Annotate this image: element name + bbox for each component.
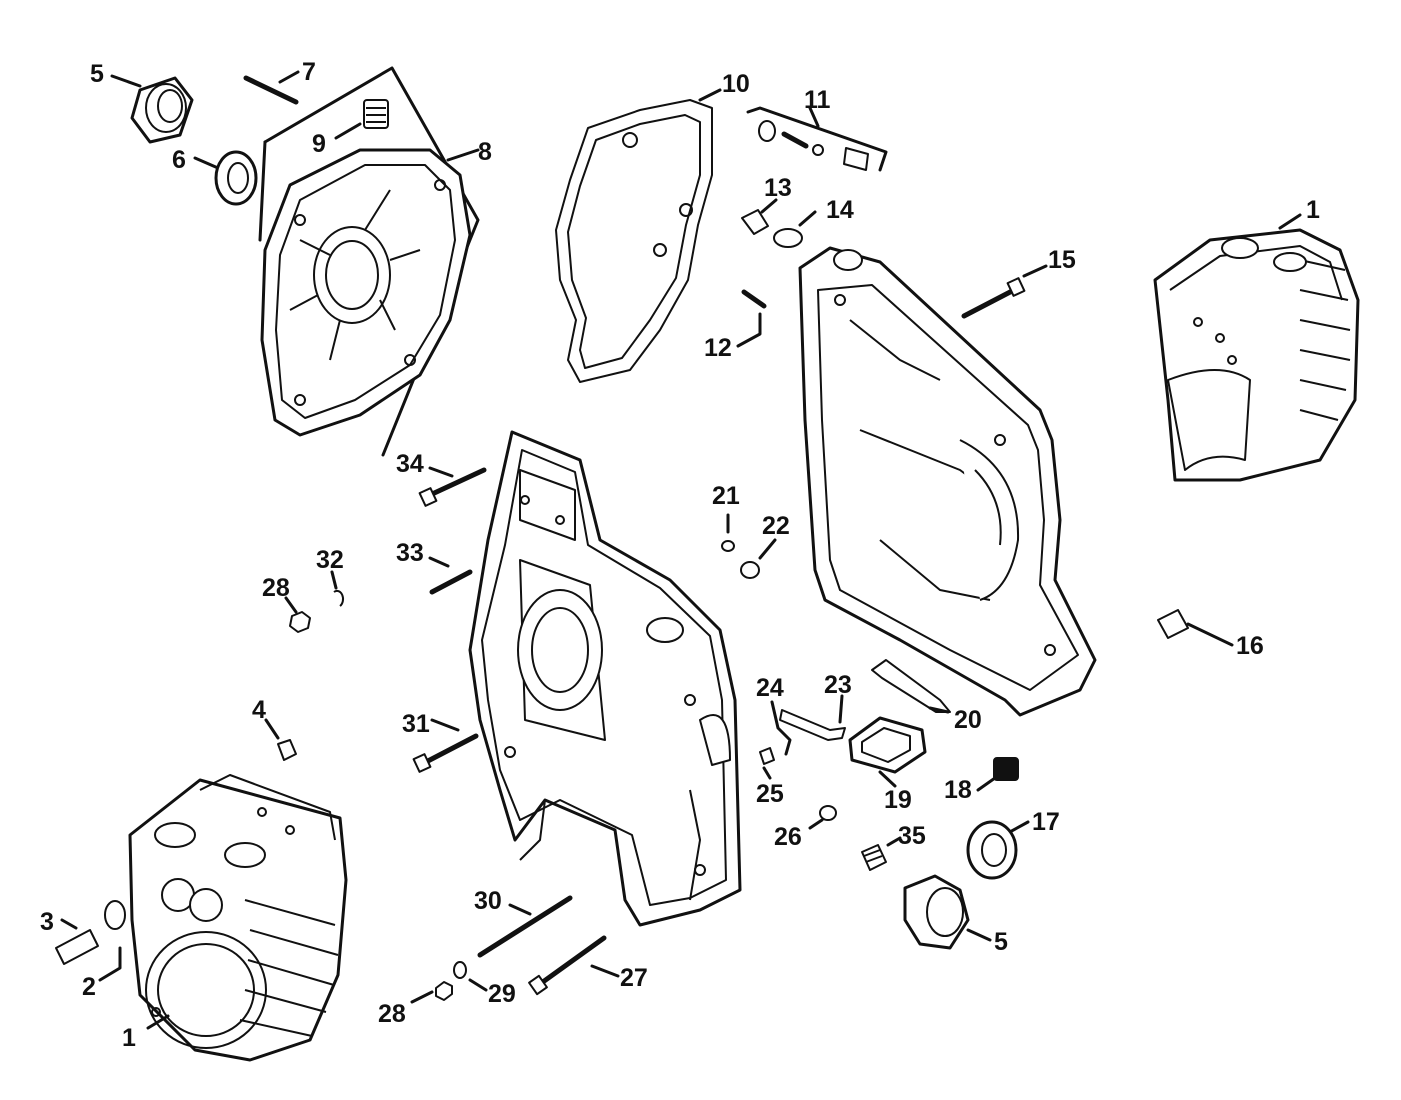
leader-part-1-left bbox=[146, 1014, 170, 1030]
seal-part-17 bbox=[966, 820, 1030, 880]
callout-11: 11 bbox=[804, 86, 831, 114]
callout-5-top: 5 bbox=[90, 60, 104, 88]
callout-10: 10 bbox=[722, 70, 750, 98]
plug-part-9 bbox=[334, 99, 389, 140]
callout-1-right: 1 bbox=[1306, 196, 1320, 224]
crankcase-left-half bbox=[468, 430, 742, 927]
breather-part-19 bbox=[848, 716, 927, 788]
bolt-part-7 bbox=[243, 70, 300, 105]
screw-part-25 bbox=[759, 747, 775, 780]
closure-plate-part-8 bbox=[258, 66, 480, 457]
cylinder-part-1-right bbox=[1153, 213, 1360, 482]
plug-part-18 bbox=[976, 757, 1019, 792]
gasket-part-10 bbox=[555, 88, 722, 383]
tube-part-23 bbox=[779, 694, 846, 741]
callout-27: 27 bbox=[620, 964, 648, 992]
callout-5-bottom: 5 bbox=[994, 928, 1008, 956]
callout-9: 9 bbox=[312, 130, 326, 158]
callout-13: 13 bbox=[764, 174, 792, 202]
nut-part-22 bbox=[740, 538, 777, 579]
nut-part-28-upper bbox=[284, 596, 311, 633]
callout-8: 8 bbox=[478, 138, 492, 166]
cylinder-part-1-left bbox=[128, 774, 348, 1062]
nut-part-28-lower bbox=[410, 981, 453, 1004]
callout-33: 33 bbox=[396, 539, 424, 567]
callout-29: 29 bbox=[488, 980, 516, 1008]
callout-25: 25 bbox=[756, 780, 784, 808]
seal-housing-part-5-top bbox=[110, 74, 194, 144]
callout-7: 7 bbox=[302, 58, 316, 86]
plug-part-35 bbox=[861, 836, 902, 871]
callout-18: 18 bbox=[944, 776, 972, 804]
callout-12: 12 bbox=[704, 334, 732, 362]
gasket-part-20 bbox=[871, 659, 951, 714]
kit-part-11 bbox=[746, 106, 888, 172]
callout-23: 23 bbox=[824, 671, 852, 699]
bolt-part-15 bbox=[961, 264, 1048, 319]
callout-17: 17 bbox=[1032, 808, 1060, 836]
clamp-part-24 bbox=[770, 700, 792, 756]
crankcase-right-half bbox=[798, 246, 1097, 717]
stud-part-30 bbox=[477, 895, 573, 958]
callout-20: 20 bbox=[954, 706, 982, 734]
callout-34: 34 bbox=[396, 450, 424, 478]
callout-2: 2 bbox=[82, 973, 96, 1001]
fitting-part-13 bbox=[741, 198, 778, 235]
seal-housing-part-5-bottom bbox=[903, 874, 992, 950]
cap-part-26 bbox=[808, 805, 837, 830]
callout-32: 32 bbox=[316, 546, 344, 574]
washer-part-29 bbox=[453, 961, 488, 992]
clip-part-14 bbox=[773, 210, 817, 248]
callout-15: 15 bbox=[1048, 246, 1076, 274]
callout-35: 35 bbox=[898, 822, 926, 850]
callout-28-upper: 28 bbox=[262, 574, 290, 602]
o-ring-part-21 bbox=[721, 513, 735, 552]
callout-4: 4 bbox=[252, 696, 266, 724]
bushing-part-4 bbox=[264, 718, 297, 761]
callout-6: 6 bbox=[172, 146, 186, 174]
pin-part-12 bbox=[736, 289, 767, 348]
callout-21: 21 bbox=[712, 482, 740, 510]
bolt-part-31 bbox=[412, 718, 479, 773]
callout-22: 22 bbox=[762, 512, 790, 540]
pin-part-3 bbox=[55, 918, 99, 965]
oil-seal-part-6 bbox=[193, 150, 258, 206]
callout-31: 31 bbox=[402, 710, 430, 738]
callout-16: 16 bbox=[1236, 632, 1264, 660]
callout-19: 19 bbox=[884, 786, 912, 814]
bolt-part-34 bbox=[418, 466, 487, 507]
washer-part-32 bbox=[330, 570, 345, 607]
stud-part-33 bbox=[428, 556, 473, 595]
ring-part-2 bbox=[98, 900, 126, 982]
callout-26: 26 bbox=[774, 823, 802, 851]
callout-1-left: 1 bbox=[122, 1024, 136, 1052]
callout-3: 3 bbox=[40, 908, 54, 936]
callout-30: 30 bbox=[474, 887, 502, 915]
callout-labels: 5 7 9 6 8 10 11 13 14 12 15 1 16 34 33 3… bbox=[40, 58, 1320, 1052]
callout-28-lower: 28 bbox=[378, 1000, 406, 1028]
callout-14: 14 bbox=[826, 196, 854, 224]
plug-part-16 bbox=[1157, 609, 1234, 647]
callout-24: 24 bbox=[756, 674, 784, 702]
stud-part-27 bbox=[528, 935, 620, 996]
